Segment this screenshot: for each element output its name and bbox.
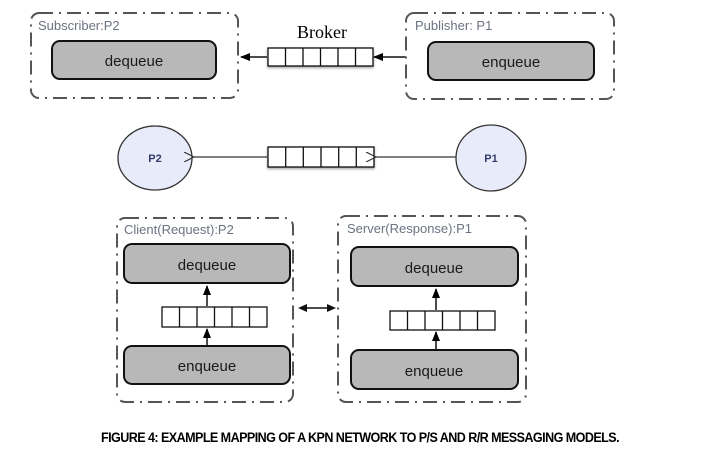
node-p1-circle <box>455 124 527 192</box>
figure-caption: FIGURE 4: EXAMPLE MAPPING OF A KPN NETWO… <box>100 430 620 445</box>
client-server-link <box>298 304 336 312</box>
subscriber-group: Subscriber:P2 dequeue <box>30 12 239 99</box>
server-group-border <box>337 215 527 403</box>
node-p2-label: P2 <box>148 153 161 165</box>
client-dequeue-process <box>123 243 291 284</box>
server-title: Server(Response):P1 <box>347 221 472 236</box>
server-enqueue-label: enqueue <box>405 363 463 380</box>
client-enqueue-process <box>123 345 291 385</box>
arrowhead-left <box>298 304 307 312</box>
server-queue <box>389 310 496 331</box>
client-title: Client(Request):P2 <box>124 222 234 237</box>
broker-queue <box>267 47 374 67</box>
kpn-node-p1: P1 <box>455 124 527 192</box>
client-dequeue-label: dequeue <box>178 257 236 274</box>
broker-label: Broker <box>297 22 347 42</box>
kpn-node-p2: P2 <box>117 125 193 191</box>
node-p1-label: P1 <box>484 153 497 165</box>
server-enqueue-process <box>350 349 519 390</box>
publisher-title: Publisher: P1 <box>415 18 492 33</box>
server-dequeue-process <box>350 246 519 287</box>
subscriber-group-border <box>30 12 239 99</box>
server-dequeue-label: dequeue <box>405 260 463 277</box>
publisher-group-border <box>405 12 615 100</box>
subscriber-dequeue-label: dequeue <box>105 53 163 70</box>
publisher-enqueue-label: enqueue <box>482 54 540 71</box>
client-enqueue-label: enqueue <box>178 358 236 375</box>
publisher-enqueue-process <box>427 41 595 81</box>
client-group-border <box>116 217 294 403</box>
publisher-group: Publisher: P1 enqueue <box>405 12 615 100</box>
subscriber-dequeue-process <box>51 40 217 80</box>
server-group: Server(Response):P1 dequeue enqueue <box>337 215 527 403</box>
client-group: Client(Request):P2 dequeue enqueue <box>116 217 294 403</box>
kpn-queue <box>267 146 375 168</box>
client-queue <box>161 306 268 328</box>
arrowhead-right <box>327 304 336 312</box>
subscriber-title: Subscriber:P2 <box>38 18 120 33</box>
